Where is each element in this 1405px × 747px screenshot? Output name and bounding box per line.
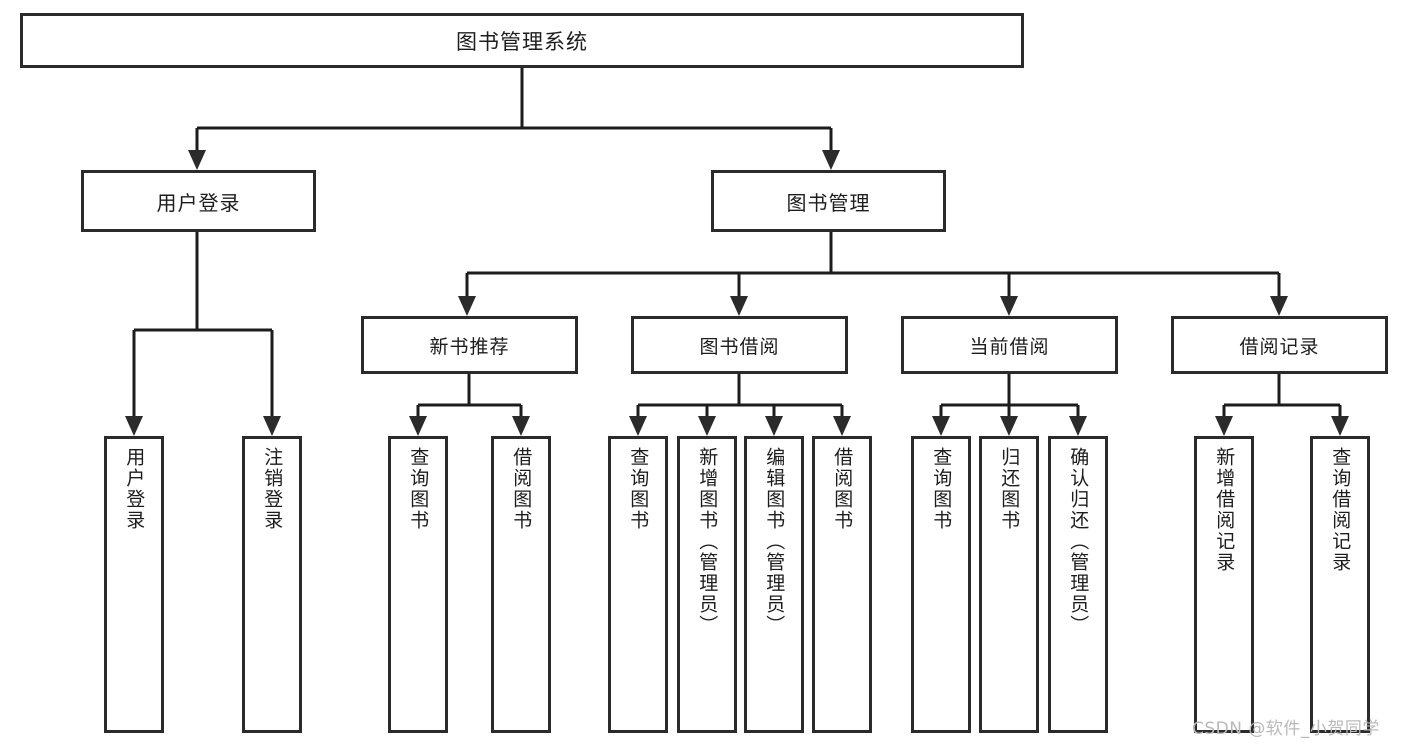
arrowhead-leaf-confirm-return	[1069, 416, 1087, 436]
node-leaf-borrow-book-1[interactable]: 借阅图书	[491, 436, 551, 733]
node-leaf-return-book[interactable]: 归还图书	[979, 436, 1039, 733]
arrowhead-user-login	[188, 150, 206, 170]
node-label: 新增借阅记录	[1213, 447, 1236, 573]
arrowhead-leaf-return-book	[1000, 416, 1018, 436]
arrowhead-current-borrow	[1000, 296, 1018, 316]
node-leaf-user-login[interactable]: 用户登录	[104, 436, 164, 733]
node-leaf-logout-login[interactable]: 注销登录	[242, 436, 302, 733]
node-current-borrow[interactable]: 当前借阅	[901, 316, 1118, 374]
arrowhead-leaf-borrow-book-1	[512, 416, 530, 436]
node-borrow-record[interactable]: 借阅记录	[1171, 316, 1388, 374]
node-label: 图书管理	[786, 190, 871, 215]
node-leaf-query-book-2[interactable]: 查询图书	[608, 436, 668, 733]
node-leaf-edit-book[interactable]: 编辑图书（管理员）	[744, 436, 804, 733]
node-label: 用户登录	[123, 447, 146, 531]
node-new-book-recommend[interactable]: 新书推荐	[361, 316, 578, 374]
node-label: 新书推荐	[429, 335, 510, 358]
arrowhead-book-manage	[822, 150, 840, 170]
watermark-text: CSDN @软件_小贺同学	[1192, 719, 1380, 739]
node-book-manage[interactable]: 图书管理	[711, 170, 946, 232]
node-label: 查询借阅记录	[1329, 447, 1352, 573]
arrowhead-leaf-add-record	[1215, 416, 1233, 436]
node-label: 当前借阅	[969, 335, 1050, 358]
arrowhead-leaf-borrow-book-2	[833, 416, 851, 436]
arrowhead-leaf-query-book-2	[629, 416, 647, 436]
arrowhead-leaf-query-record	[1331, 416, 1349, 436]
arrowhead-leaf-user-login	[125, 416, 143, 436]
node-label: 借阅图书	[831, 447, 854, 531]
arrowhead-leaf-add-book	[698, 416, 716, 436]
arrowhead-new-book-recommend	[458, 296, 476, 316]
arrowhead-borrow-record	[1270, 296, 1288, 316]
arrowhead-book-borrow	[730, 296, 748, 316]
node-label: 用户登录	[156, 190, 241, 215]
node-label: 查询图书	[627, 447, 650, 531]
node-label: 新增图书（管理员）	[696, 447, 719, 636]
node-leaf-query-book-3[interactable]: 查询图书	[911, 436, 971, 733]
node-label: 图书借阅	[699, 335, 780, 358]
node-leaf-borrow-book-2[interactable]: 借阅图书	[812, 436, 872, 733]
node-label: 查询图书	[930, 447, 953, 531]
node-label: 编辑图书（管理员）	[763, 447, 786, 636]
node-leaf-confirm-return[interactable]: 确认归还（管理员）	[1048, 436, 1108, 733]
node-leaf-add-book[interactable]: 新增图书（管理员）	[677, 436, 737, 733]
arrowhead-leaf-query-book-3	[932, 416, 950, 436]
arrowhead-leaf-query-book-1	[409, 416, 427, 436]
node-label: 借阅图书	[510, 447, 533, 531]
node-label: 图书管理系统	[456, 29, 588, 54]
arrowhead-leaf-logout-login	[263, 416, 281, 436]
arrowhead-leaf-edit-book	[765, 416, 783, 436]
node-user-login[interactable]: 用户登录	[81, 170, 316, 232]
node-label: 归还图书	[998, 447, 1021, 531]
node-leaf-add-record[interactable]: 新增借阅记录	[1194, 436, 1254, 733]
node-label: 确认归还（管理员）	[1067, 447, 1090, 636]
node-book-borrow[interactable]: 图书借阅	[631, 316, 848, 374]
node-leaf-query-record[interactable]: 查询借阅记录	[1310, 436, 1370, 733]
node-label: 注销登录	[261, 447, 284, 531]
node-root-book-management-system[interactable]: 图书管理系统	[20, 13, 1024, 68]
node-label: 借阅记录	[1239, 335, 1320, 358]
node-label: 查询图书	[407, 447, 430, 531]
node-leaf-query-book-1[interactable]: 查询图书	[388, 436, 448, 733]
